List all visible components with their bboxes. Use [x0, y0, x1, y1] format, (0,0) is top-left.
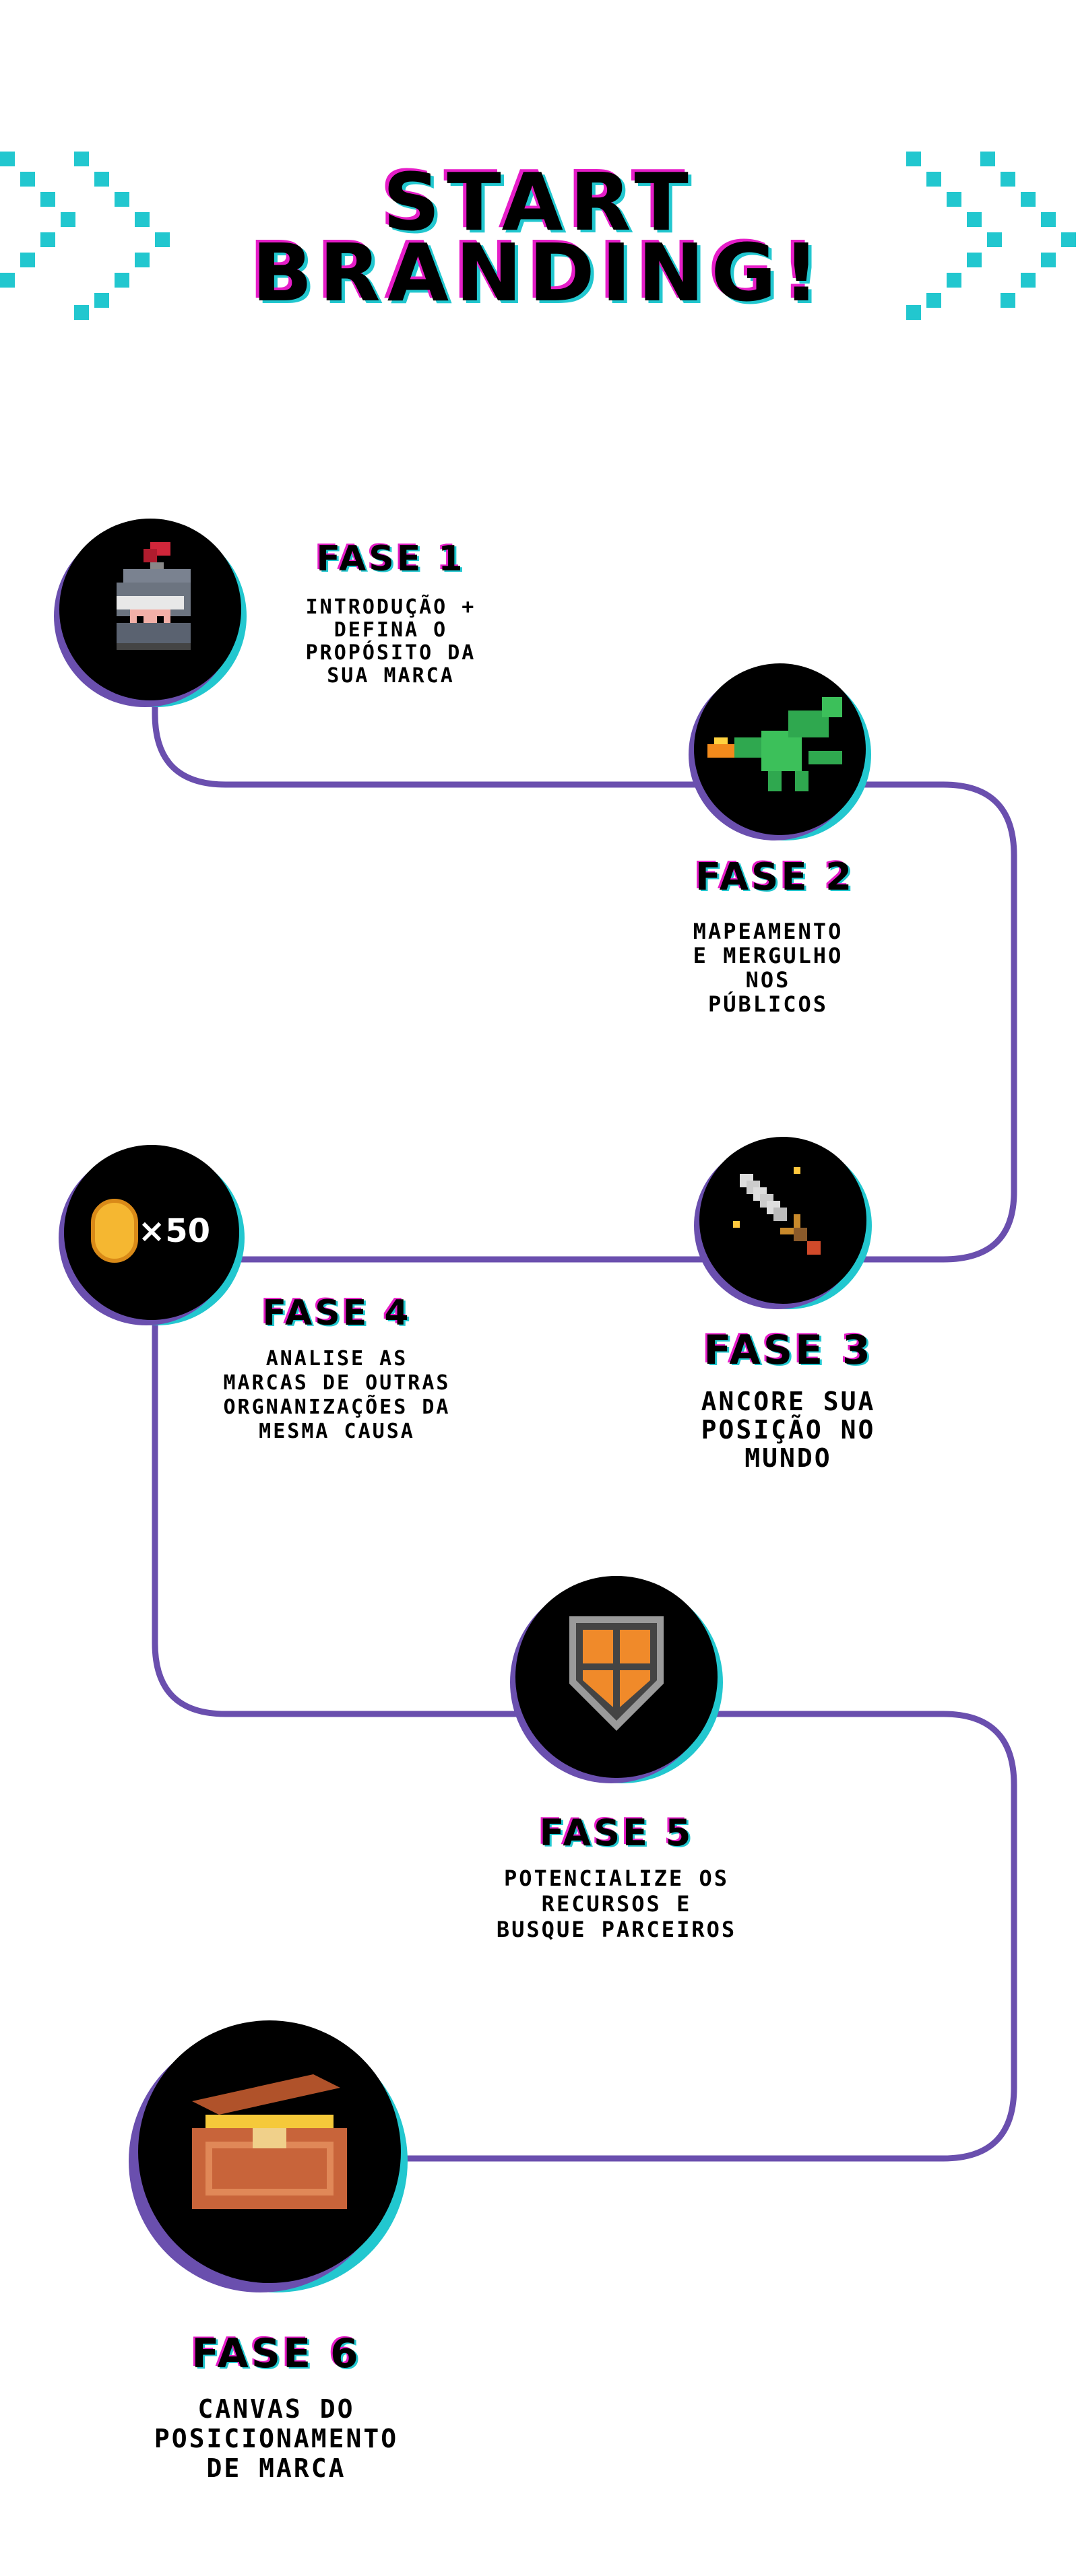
coin-count: ×50 — [138, 1212, 211, 1250]
sword-icon — [733, 1167, 821, 1255]
right-chevrons-icon — [906, 152, 1076, 320]
treasure-chest-icon — [192, 2074, 347, 2209]
phase-5-node — [515, 1576, 718, 1778]
phase-6-desc: CANVAS DO POSICIONAMENTO DE MARCA — [154, 2394, 399, 2483]
phase-4-node: ×50 — [64, 1145, 239, 1320]
dragon-icon — [707, 697, 842, 791]
title-line-1: START — [383, 156, 695, 249]
phase-3-label: FASE 3 — [703, 1327, 873, 1374]
phase-1-label: FASE 1 — [316, 539, 466, 579]
phase-1-desc: INTRODUÇÃO + DEFINA O PROPÓSITO DA SUA M… — [305, 595, 476, 688]
phase-3-node — [699, 1137, 866, 1304]
left-chevrons-icon — [0, 152, 170, 320]
phase-2-label: FASE 2 — [695, 855, 855, 899]
phase-2-desc: MAPEAMENTO E MERGULHO NOS PÚBLICOS — [693, 919, 844, 1017]
phase-6-node — [138, 2020, 401, 2283]
phase-3-desc: ANCORE SUA POSIÇÃO NO MUNDO — [701, 1387, 876, 1473]
phase-6-label: FASE 6 — [191, 2330, 361, 2377]
coin-icon — [91, 1199, 138, 1263]
title-line-2: BRANDING! — [251, 226, 827, 319]
phase-4-desc: ANALISE AS MARCAS DE OUTRAS ORGNANIZAÇÕE… — [223, 1347, 451, 1443]
phase-2-node — [694, 663, 866, 835]
knight-helmet-icon — [117, 542, 191, 650]
shield-icon — [569, 1616, 664, 1731]
phase-5-desc: POTENCIALIZE OS RECURSOS E BUSQUE PARCEI… — [496, 1865, 737, 1942]
phase-1-node — [59, 519, 241, 700]
phase-5-label: FASE 5 — [539, 1812, 694, 1854]
phase-4-label: FASE 4 — [262, 1293, 412, 1333]
